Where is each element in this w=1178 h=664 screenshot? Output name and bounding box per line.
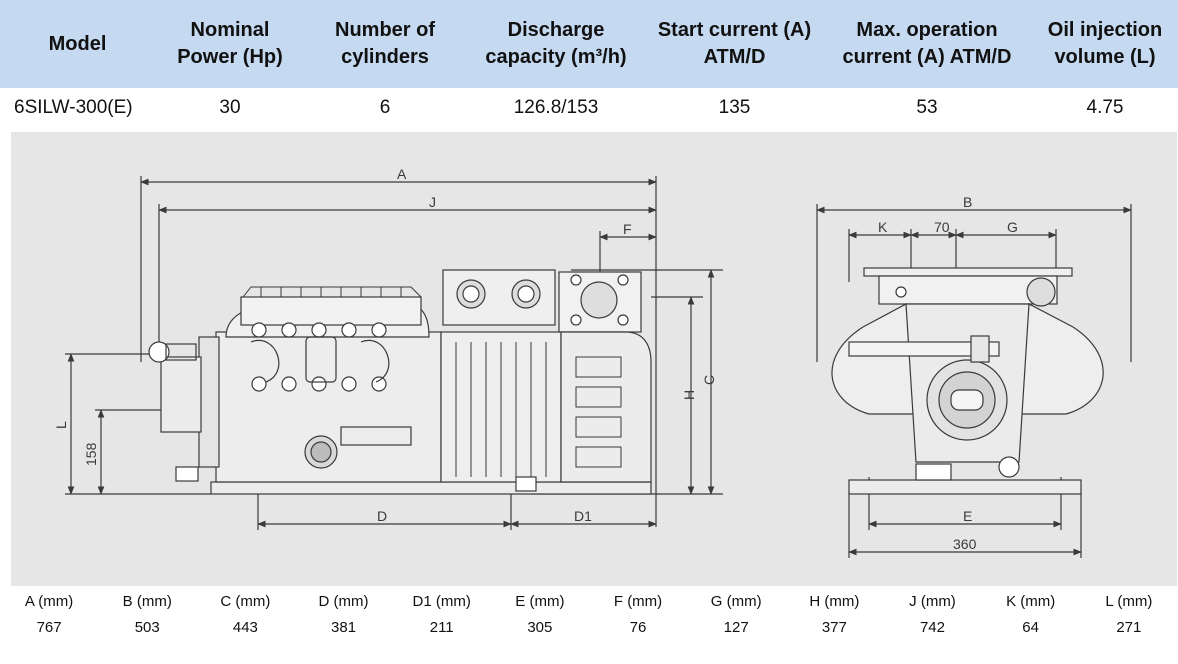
- side-view: A J F C H L 158 D D1: [53, 166, 723, 530]
- dim-label: K (mm): [1006, 592, 1056, 610]
- dim-label: G (mm): [710, 592, 762, 610]
- cell-oil-injection: 4.75: [1086, 97, 1124, 118]
- dim-value: 377: [821, 618, 847, 636]
- dim-value: 211: [429, 618, 454, 636]
- cell-max-operation-current: 53: [916, 97, 938, 118]
- label-158: 158: [83, 442, 99, 466]
- label-G: G: [1007, 219, 1018, 235]
- header-model: Model: [0, 0, 155, 88]
- technical-drawing: A J F C H L 158 D D1: [11, 132, 1177, 586]
- compressor-drawing-svg: A J F C H L 158 D D1: [53, 166, 1132, 558]
- label-C: C: [701, 375, 717, 385]
- label-D1: D1: [574, 508, 592, 524]
- label-K: K: [878, 219, 888, 235]
- header-start-current: Start current (A)ATM/D: [647, 0, 822, 88]
- cell-model: 6SILW-300(E): [14, 97, 133, 118]
- dim-value: 305: [527, 618, 553, 636]
- dim-label: D1 (mm): [412, 592, 471, 610]
- dim-value: 742: [919, 618, 945, 636]
- label-A: A: [397, 166, 407, 182]
- dim-label: C (mm): [220, 592, 271, 610]
- dim-label: A (mm): [24, 592, 74, 610]
- label-D: D: [377, 508, 387, 524]
- dim-value: 64: [1022, 618, 1039, 636]
- dim-value: 503: [134, 618, 160, 636]
- dim-label: J (mm): [909, 592, 956, 610]
- end-view: B K 70 G E 360: [816, 194, 1132, 558]
- label-70: 70: [934, 219, 950, 235]
- dim-label: F (mm): [613, 592, 663, 610]
- dim-value: 767: [36, 618, 62, 636]
- cell-cylinders: 6: [379, 97, 391, 118]
- label-B: B: [963, 194, 972, 210]
- dim-value: 443: [232, 618, 258, 636]
- dim-label: E (mm): [515, 592, 565, 610]
- dimension-table: A (mm) B (mm) C (mm) D (mm) D1 (mm) E (m…: [0, 588, 1178, 640]
- label-E: E: [963, 508, 972, 524]
- dim-value: 271: [1116, 618, 1142, 636]
- dim-label: L (mm): [1105, 592, 1153, 610]
- label-L: L: [53, 421, 69, 429]
- label-J: J: [429, 194, 436, 210]
- cell-start-current: 135: [718, 97, 751, 118]
- dimension-value-row: 767 503 443 381 211 305 76 127 377 742 6…: [0, 614, 1178, 640]
- label-H: H: [681, 390, 697, 400]
- dim-label: H (mm): [809, 592, 860, 610]
- dim-value: 76: [629, 618, 647, 636]
- dim-label: D (mm): [318, 592, 369, 610]
- cell-discharge-capacity: 126.8/153: [513, 97, 599, 118]
- spec-data-row: 6SILW-300(E) 30 6 126.8/153 135 53 4.75: [0, 88, 1178, 128]
- label-F: F: [623, 221, 632, 237]
- label-360: 360: [953, 536, 977, 552]
- dimension-label-row: A (mm) B (mm) C (mm) D (mm) D1 (mm) E (m…: [0, 588, 1178, 614]
- dim-value: 381: [331, 618, 357, 636]
- cell-nominal-power: 30: [219, 97, 241, 118]
- dim-label: B (mm): [122, 592, 172, 610]
- dim-value: 127: [723, 618, 749, 636]
